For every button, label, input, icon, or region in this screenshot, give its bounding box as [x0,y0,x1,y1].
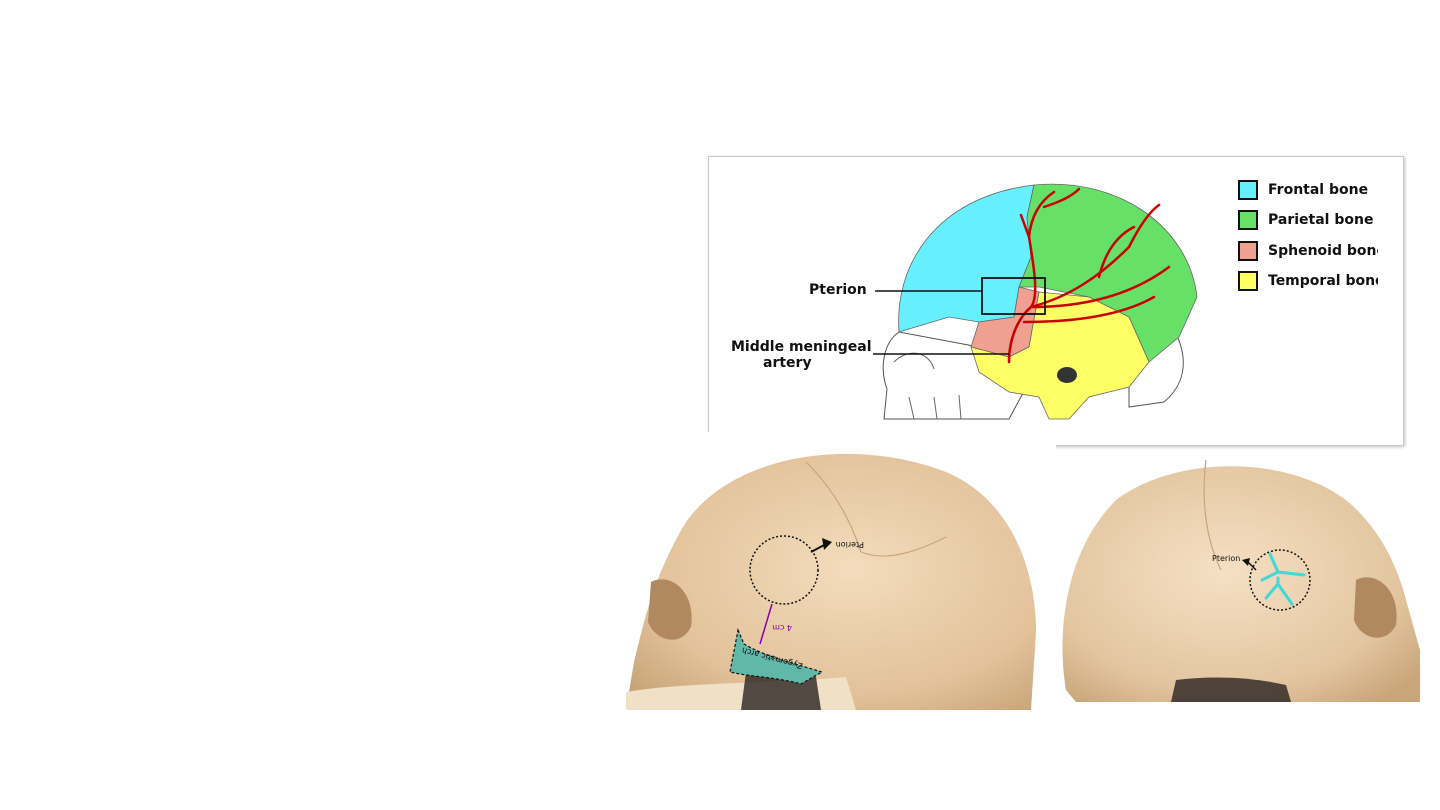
legend-label-sphenoid: Sphenoid bone [1268,243,1378,259]
skull-bones-diagram: Pterion Middle meningeal artery [708,156,1404,446]
distance-label: 4 cm [772,623,792,632]
legend-swatch-parietal [1238,210,1258,230]
pterion-circle-right [1249,549,1311,611]
temporal-bone [970,291,1150,420]
legend-swatch-temporal [1238,271,1258,291]
cranium-right [1062,466,1420,702]
ear-canal [1057,367,1077,383]
legend-swatch-sphenoid [1238,241,1258,261]
artery-label-line1: Middle meningeal [731,339,872,355]
legend-label-temporal: Temporal bone [1268,273,1378,289]
legend-item-parietal: Parietal bone [1238,209,1378,231]
legend-label-frontal: Frontal bone [1268,182,1369,198]
artery-label-line2: artery [763,355,812,371]
parietal-bone [1018,183,1198,363]
orbit-left [648,579,692,640]
pterion-arrow-right [1247,561,1257,571]
skull-photo-left-drawing: Pterion 4 cm Zygomatic arch [626,453,1036,710]
pterion-box [981,277,1046,315]
pterion-suture-highlight [1260,552,1306,606]
legend-item-sphenoid: Sphenoid bone [1238,240,1378,262]
pterion-label-right: Pterion [1212,554,1240,563]
cranium-left [626,453,1036,710]
legend-swatch-frontal [1238,180,1258,200]
skull-photo-left: Pterion 4 cm Zygomatic arch [626,432,1056,710]
pterion-label-left: Pterion [836,540,864,549]
zygomatic-arch-highlight [729,627,824,685]
pterion-circle-left [749,535,819,605]
middle-meningeal-artery [1007,187,1171,364]
skull-photo-right: Pterion [1056,450,1420,702]
skull-photo-right-drawing: Pterion [1062,459,1420,702]
distance-line [759,603,773,645]
legend-item-temporal: Temporal bone [1238,270,1378,292]
pterion-label: Pterion [809,282,867,298]
skull-diagram-drawing [873,183,1198,420]
orbit-right [1354,577,1397,638]
frontal-bone [898,184,1035,333]
legend-label-parietal: Parietal bone [1268,212,1374,228]
legend-item-frontal: Frontal bone [1238,179,1378,201]
